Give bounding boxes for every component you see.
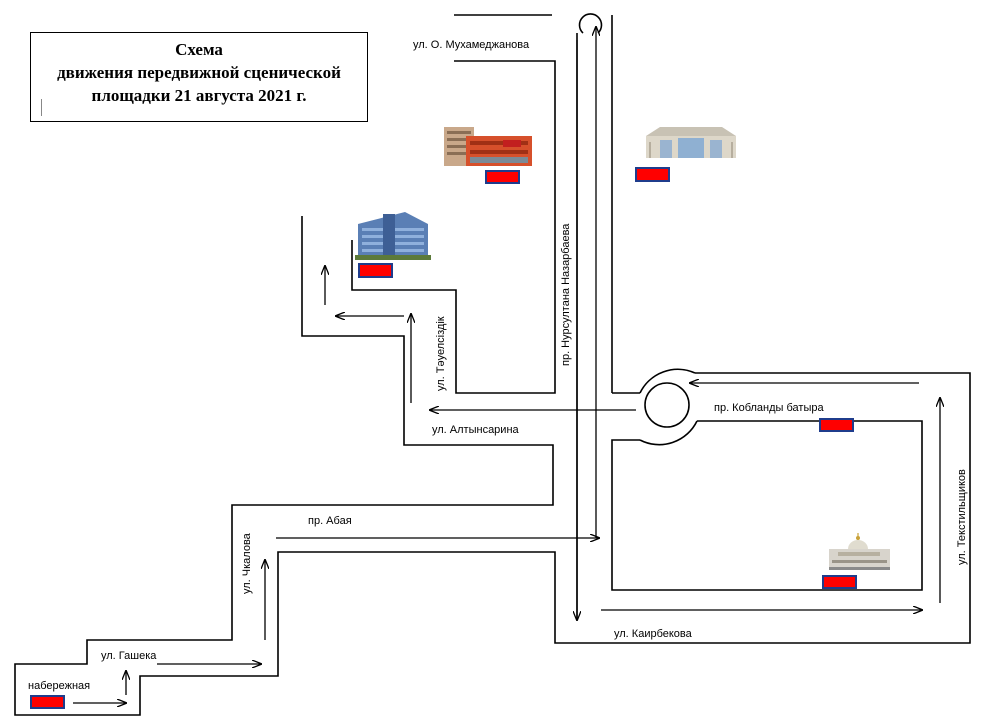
road-west-contour	[14, 216, 971, 716]
label-kobylandy: пр. Кобланды батыра	[714, 402, 824, 414]
route-arrows	[73, 27, 940, 703]
label-naberezhnaya: набережная	[28, 680, 91, 692]
title-line-2: движения передвижной сценической	[57, 63, 341, 82]
stop-mall-building	[485, 170, 520, 184]
label-altynsarina: ул. Алтынсарина	[432, 424, 519, 436]
stop-mosque-building	[822, 575, 857, 589]
title-line-3: площадки 21 августа 2021 г.	[91, 86, 307, 105]
title-line-1: Схема	[175, 40, 223, 59]
label-tekstilshchikov: ул. Текстильщиков	[956, 469, 968, 565]
stage-stops	[30, 167, 857, 709]
label-kairbekova: ул. Каирбекова	[614, 628, 692, 640]
road-east-inner-block	[611, 420, 923, 591]
theater-building-icon	[646, 127, 736, 158]
label-tauelsizdik: ул. Тәуелсіздік	[435, 316, 447, 391]
roundabout-outer-bottom	[639, 420, 698, 446]
domed-building-icon	[829, 533, 890, 570]
road-inner-block	[351, 60, 556, 394]
label-gasheka: ул. Гашека	[101, 650, 157, 662]
mall-building-icon	[444, 127, 532, 166]
label-nazarbaeva: пр. Нурсултана Назарбаева	[560, 223, 572, 366]
roundabout-center	[644, 382, 690, 428]
stop-theater-building	[635, 167, 670, 182]
stop-office-building	[358, 263, 393, 278]
label-mukhamedzhanova: ул. О. Мухамеджанова	[413, 39, 530, 51]
text-cursor	[41, 99, 42, 116]
roundabout-outer-top	[639, 368, 696, 394]
label-abaya: пр. Абая	[308, 515, 352, 527]
stop-kobylandy	[819, 418, 854, 432]
u-turn-arc	[578, 13, 603, 34]
title-box: Схема движения передвижной сценической п…	[30, 32, 368, 122]
office-building-icon	[355, 212, 431, 260]
stop-naberezhnaya	[30, 695, 65, 709]
label-chkalova: ул. Чкалова	[241, 533, 253, 594]
